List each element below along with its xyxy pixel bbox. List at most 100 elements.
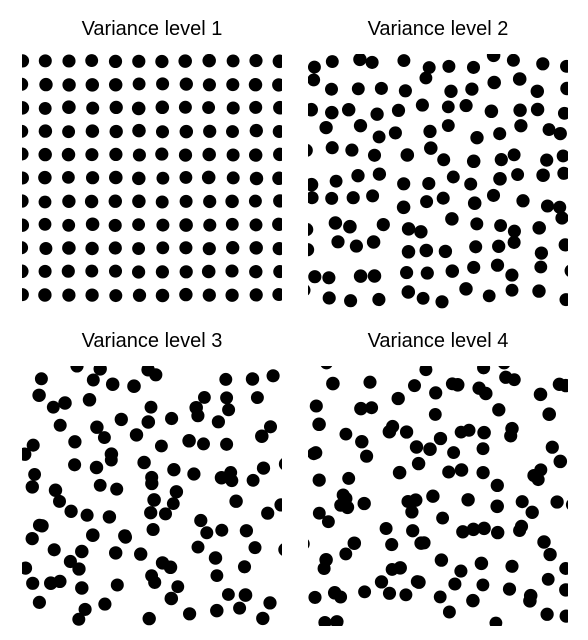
dot <box>132 218 146 232</box>
dot <box>191 409 205 423</box>
dot <box>202 101 216 115</box>
dot <box>559 293 568 307</box>
dot <box>467 196 482 210</box>
dot <box>420 195 434 209</box>
dot <box>226 125 239 139</box>
dot <box>110 578 124 592</box>
dot <box>225 194 239 209</box>
dot <box>248 77 263 92</box>
dot <box>62 241 76 255</box>
dot <box>179 241 193 255</box>
dot <box>338 491 353 506</box>
dot <box>246 473 260 487</box>
dot-field <box>308 54 568 309</box>
dot <box>22 77 29 91</box>
dot <box>131 265 146 279</box>
dot <box>155 147 169 161</box>
dot <box>370 107 384 121</box>
dot <box>132 288 147 302</box>
dot <box>194 513 208 528</box>
dot <box>308 223 314 236</box>
dot <box>351 169 365 183</box>
dot <box>367 148 382 162</box>
dot <box>203 194 217 209</box>
dot <box>560 81 568 96</box>
dot <box>132 171 146 186</box>
dot <box>109 124 123 139</box>
dot <box>34 372 48 386</box>
dot <box>249 100 263 114</box>
dot <box>308 447 321 461</box>
dot <box>507 235 521 249</box>
dot <box>560 59 568 73</box>
dot <box>137 455 151 470</box>
dot <box>512 72 527 86</box>
dot <box>249 265 263 279</box>
dot <box>401 494 415 509</box>
dot <box>556 149 568 163</box>
dot-field <box>22 54 282 303</box>
dot <box>325 82 338 96</box>
dot <box>38 54 52 68</box>
dot <box>308 102 318 117</box>
dot <box>202 78 216 92</box>
dot <box>329 174 343 188</box>
dot <box>202 147 216 162</box>
dot <box>179 170 193 184</box>
dot <box>62 171 75 184</box>
dot <box>401 222 416 236</box>
dot <box>358 585 372 599</box>
dot <box>487 75 501 90</box>
dot <box>399 425 414 439</box>
dot <box>416 291 430 305</box>
dot <box>63 554 77 569</box>
dot <box>47 543 61 557</box>
dot <box>22 218 30 232</box>
dot <box>248 148 263 162</box>
dot <box>64 504 78 518</box>
dot <box>414 225 428 239</box>
dot <box>351 82 365 96</box>
dot <box>308 144 313 157</box>
dot <box>26 576 40 590</box>
dot <box>278 543 282 556</box>
dot <box>201 264 216 279</box>
dot <box>545 440 559 454</box>
dot <box>555 211 568 225</box>
dot <box>32 595 46 609</box>
dot <box>342 471 356 485</box>
dot <box>428 407 442 421</box>
dot-field <box>22 366 282 626</box>
dot <box>494 219 508 233</box>
dot <box>149 368 163 382</box>
dot-field <box>308 366 568 626</box>
dot <box>154 439 168 453</box>
dot <box>494 153 508 167</box>
dot <box>53 574 67 589</box>
dot <box>379 522 393 535</box>
dot <box>266 369 280 383</box>
dot <box>62 194 76 208</box>
dot <box>321 515 335 529</box>
dot <box>167 463 181 477</box>
dot <box>85 241 99 256</box>
dot <box>498 366 510 370</box>
dot <box>438 244 453 259</box>
dot <box>226 171 240 185</box>
dot <box>534 246 549 260</box>
dot <box>263 596 277 610</box>
dot <box>447 446 461 460</box>
dot <box>85 217 100 231</box>
dot <box>349 239 363 253</box>
dot <box>93 366 107 376</box>
dot <box>542 407 556 421</box>
dot <box>514 119 528 133</box>
dot <box>328 216 343 230</box>
dot <box>523 594 537 608</box>
dot <box>533 387 548 402</box>
dot <box>477 521 491 536</box>
dot <box>553 200 567 214</box>
dot <box>559 609 568 623</box>
dot <box>385 538 399 552</box>
dot <box>97 431 111 445</box>
